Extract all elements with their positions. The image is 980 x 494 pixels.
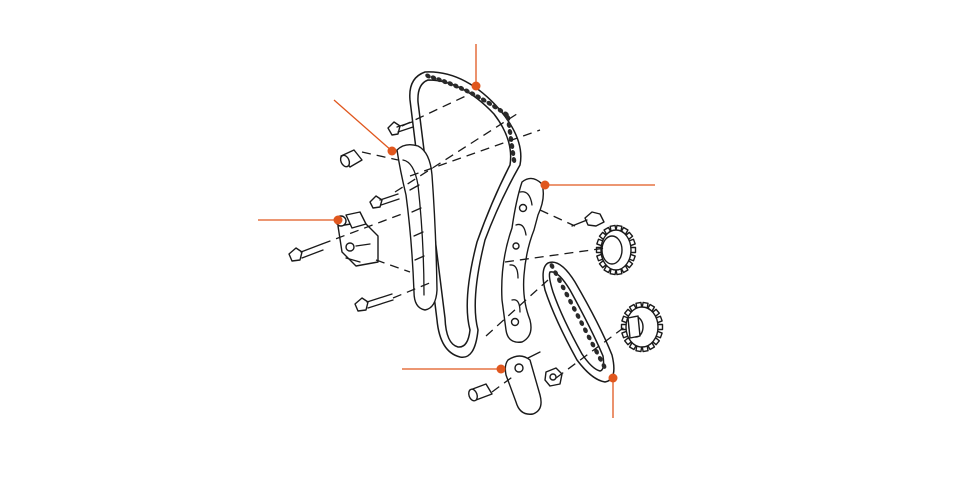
chain-link (586, 334, 592, 341)
chain-link (486, 100, 493, 106)
alignment-lines (321, 93, 627, 393)
callout-chain-tensioner-upper[interactable] (258, 215, 343, 225)
chain-link (549, 263, 555, 269)
chain-link (590, 341, 596, 348)
callout-chain-guide-slack-side[interactable] (540, 180, 656, 190)
chain-link (511, 157, 517, 163)
bolt-guide-middle (369, 193, 400, 209)
tensioner-pin (339, 149, 363, 168)
chain-link (564, 291, 570, 298)
chain-link (447, 81, 454, 87)
bolt-upper (387, 121, 414, 136)
chain-link (441, 79, 448, 85)
chain-guide-left (396, 143, 438, 311)
sprocket-upper (595, 224, 637, 276)
bolt-tensioner (288, 243, 324, 262)
chain-link (425, 73, 431, 79)
chain-link (568, 298, 573, 305)
chain-link (553, 270, 559, 276)
chain-link (506, 122, 512, 128)
balancer-chain-tensioner (504, 351, 542, 415)
bolt-right (571, 211, 605, 227)
chain-link (571, 306, 577, 312)
chain-link (575, 313, 581, 319)
chain-link (509, 143, 515, 149)
chain-link (436, 77, 442, 83)
balancer-chain (542, 261, 615, 383)
tensioner-pin-lower (468, 383, 493, 402)
chain-link (597, 356, 603, 362)
chain-link (560, 284, 566, 291)
chain-link (469, 91, 476, 97)
chain-link (557, 277, 562, 284)
chain-link (458, 85, 465, 91)
chain-link (480, 97, 487, 103)
chain-link (510, 150, 516, 156)
chain-link (579, 320, 585, 326)
chain-link (492, 104, 498, 110)
bolt-guide-lower (354, 293, 394, 312)
chain-tensioner-upper (335, 211, 379, 267)
chain-link (497, 107, 504, 113)
chain-link (453, 83, 459, 89)
chain-link (594, 348, 599, 355)
chain-guide-right (501, 177, 545, 343)
chain-link (475, 94, 481, 100)
chain-link (464, 88, 470, 94)
sprocket-lower (620, 301, 664, 353)
callout-timing-chain-primary[interactable] (471, 44, 481, 91)
chain-link (583, 327, 588, 334)
nut-lower (544, 367, 563, 387)
callout-chain-guide-tension-side[interactable] (333, 99, 397, 156)
chain-link (601, 363, 607, 369)
chain-link (507, 129, 513, 135)
chain-link (430, 75, 437, 81)
callout-balancer-chain-tensioner[interactable] (402, 364, 506, 374)
callout-balancer-chain[interactable] (608, 373, 618, 419)
